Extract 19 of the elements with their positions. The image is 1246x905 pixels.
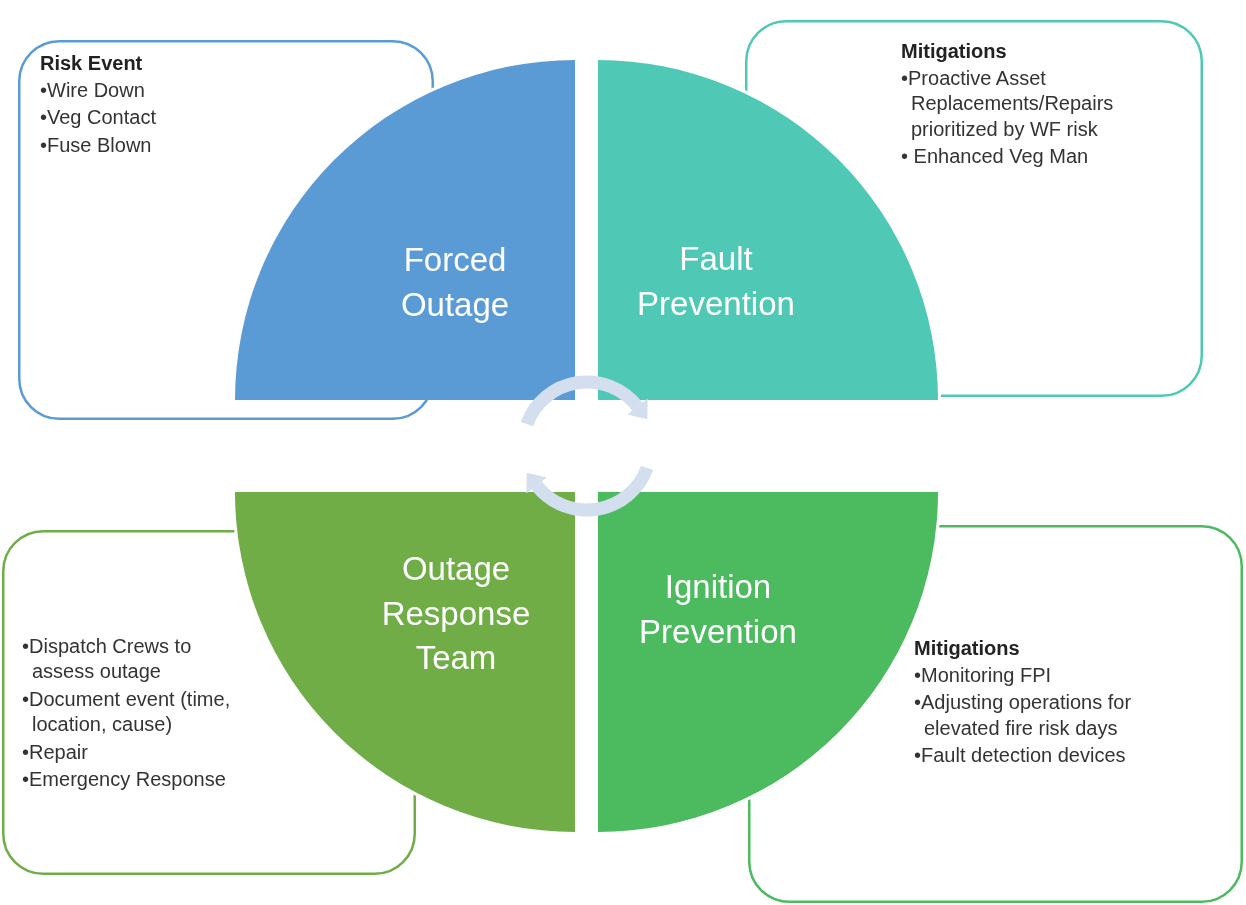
bullet-item: •Proactive Asset Replacements/Repairs prioritized by WF risk [901, 66, 1115, 142]
bullet-item: •Repair [22, 739, 89, 765]
bullet-item: •Fault detection devices [914, 743, 1127, 769]
segment-title: Ignition Prevention [638, 567, 798, 652]
segment-title: Forced Outage [399, 240, 511, 325]
bullet-item: •Wire Down [40, 78, 146, 103]
segment-title: Outage Response Team [380, 549, 532, 679]
bullet-item: • Enhanced Veg Man [901, 144, 1090, 170]
bullet-item: •Emergency Response [22, 766, 227, 792]
panel-heading: Mitigations [901, 40, 1008, 63]
segment-title: Fault Prevention [636, 239, 796, 324]
bullet-item: •Dispatch Crews to assess outage [22, 634, 193, 685]
panel-heading: Mitigations [914, 637, 1021, 660]
panel-heading: Risk Event [40, 52, 144, 75]
bullet-item: •Adjusting operations for elevated fire risk days [914, 690, 1133, 741]
bullet-item: •Veg Contact [40, 105, 157, 131]
bullet-item: •Monitoring FPI [914, 663, 1053, 688]
bullet-item: •Document event (time, location, cause) [22, 686, 232, 738]
bullet-item: •Fuse Blown [40, 132, 153, 158]
